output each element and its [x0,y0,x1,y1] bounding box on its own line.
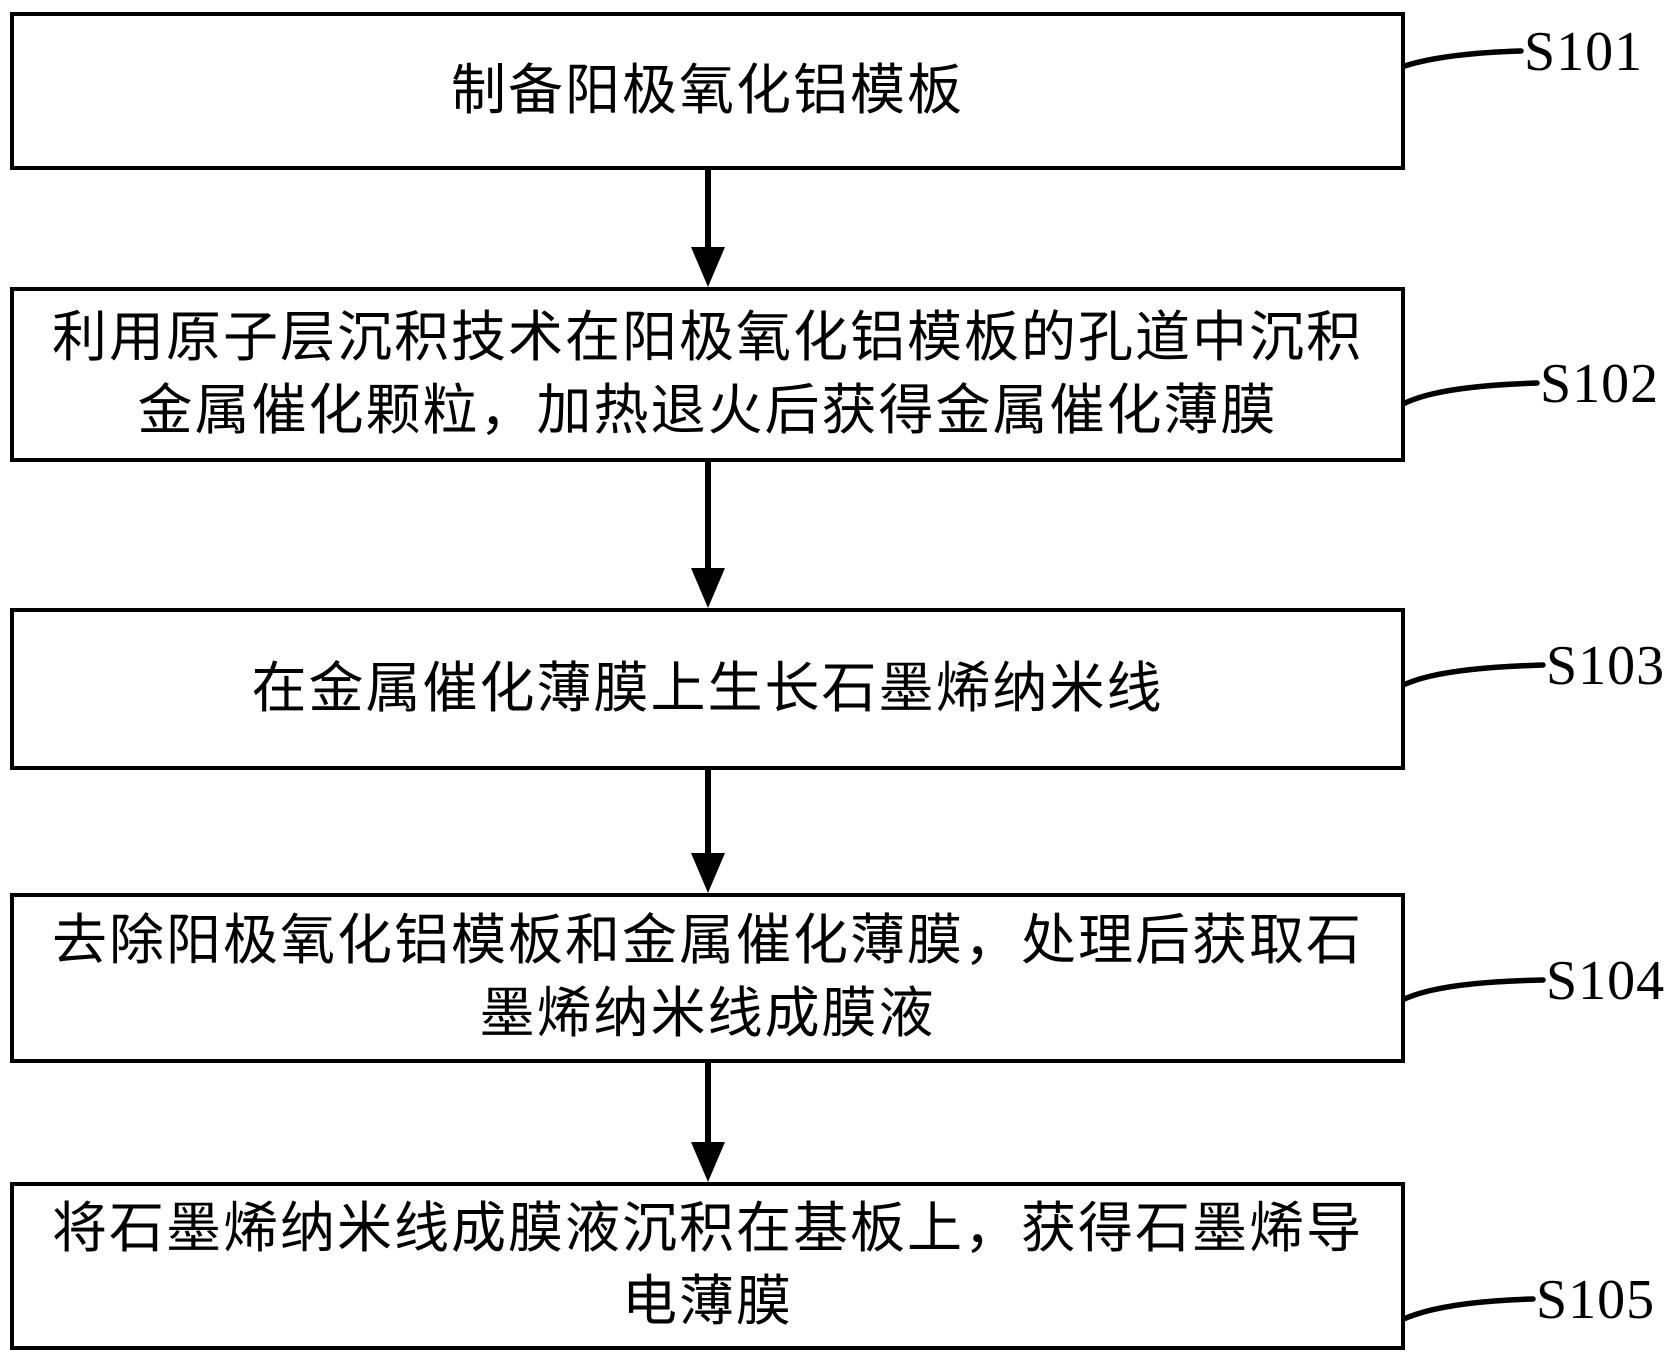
flow-arrow [691,170,725,287]
step-label-s103: S103 [1546,635,1666,697]
flow-step-box-s105: 将石墨烯纳米线成膜液沉积在基板上，获得石墨烯导 电薄膜 [10,1182,1405,1350]
step-label-s101: S101 [1524,21,1644,83]
step-label-s105: S105 [1536,1269,1656,1331]
reference-curve [1380,380,1540,421]
flow-arrow [691,462,725,608]
flow-step-box-s101: 制备阳极氧化铝模板 [10,12,1405,170]
flow-step-text-s104: 去除阳极氧化铝模板和金属催化薄膜，处理后获取石 墨烯纳米线成膜液 [51,910,1363,1044]
flow-step-text-s101: 制备阳极氧化铝模板 [450,59,964,121]
flow-step-text-s103: 在金属催化薄膜上生长石墨烯纳米线 [251,657,1164,719]
flow-step-box-s102: 利用原子层沉积技术在阳极氧化铝模板的孔道中沉积 金属催化颗粒，加热退火后获得金属… [10,287,1405,462]
flow-step-text-s105: 将石墨烯纳米线成膜液沉积在基板上，获得石墨烯导 电薄膜 [51,1198,1363,1332]
flow-step-box-s103: 在金属催化薄膜上生长石墨烯纳米线 [10,608,1405,770]
reference-curve [1380,977,1546,1016]
flow-arrow [691,1063,725,1182]
flow-step-box-s104: 去除阳极氧化铝模板和金属催化薄膜，处理后获取石 墨烯纳米线成膜液 [10,893,1405,1063]
step-label-s104: S104 [1546,950,1666,1012]
step-label-s102: S102 [1540,353,1660,415]
reference-curve [1379,662,1546,702]
flow-step-text-s102: 利用原子层沉积技术在阳极氧化铝模板的孔道中沉积 金属催化颗粒，加热退火后获得金属… [51,306,1363,441]
flow-arrow [691,770,725,893]
